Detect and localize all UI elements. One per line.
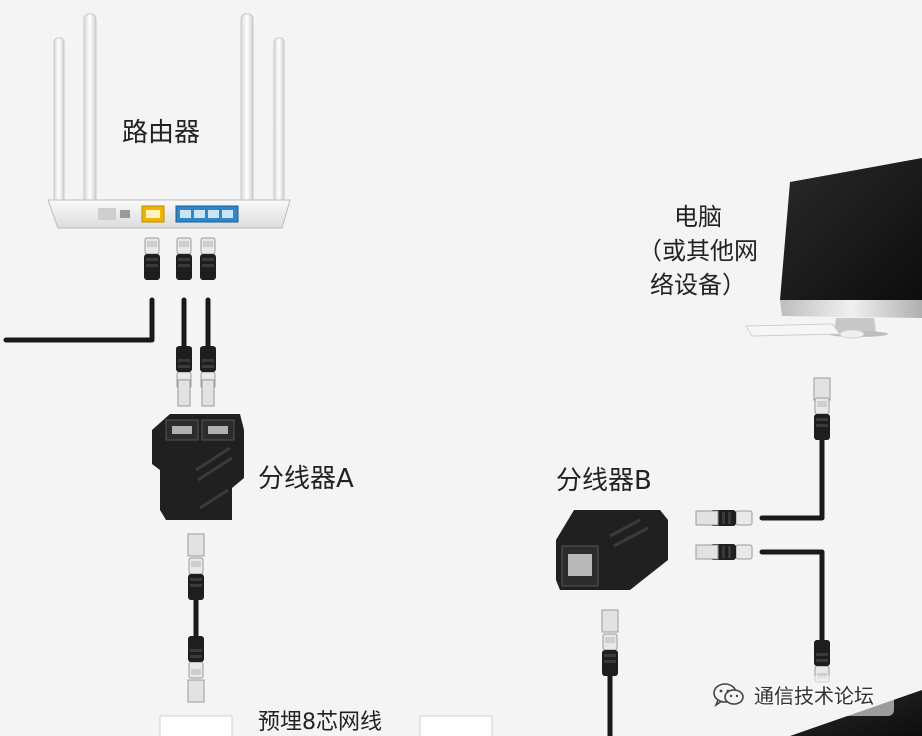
rj45-plug (143, 237, 161, 281)
rj45-plug (813, 639, 831, 683)
splitter-a (152, 414, 244, 520)
rj45-plug (813, 397, 831, 441)
splitter-b-label: 分线器B (556, 466, 652, 496)
pc-label: 电脑 （或其他网 络设备） (628, 200, 768, 302)
rj45-plug (187, 557, 205, 601)
watermark: 通信技术论坛 (712, 680, 874, 709)
router-antenna (53, 37, 65, 215)
watermark-text: 通信技术论坛 (754, 684, 874, 708)
pc-label-line: 络设备） (650, 271, 746, 299)
router-label: 路由器 (122, 118, 201, 148)
cables (3, 297, 825, 736)
pc-label-line: 电脑 (674, 203, 722, 231)
rj45-plug (199, 237, 217, 281)
router-antenna (83, 13, 97, 215)
wechat-icon (713, 682, 744, 707)
splitter-a-label: 分线器A (258, 464, 354, 494)
wan-cable (3, 297, 155, 343)
rj45-plug (601, 633, 619, 677)
rj45-plug (187, 635, 205, 679)
router (47, 13, 291, 229)
cable-label: 预埋8芯网线 (258, 710, 382, 735)
pc-cable-2 (759, 549, 825, 643)
router-antenna (273, 37, 285, 215)
wall-plate (419, 715, 493, 736)
monitor (745, 158, 922, 339)
router-body (47, 199, 291, 229)
splitter-b (556, 510, 668, 590)
wall-plate (159, 715, 233, 736)
router-antenna (240, 13, 254, 215)
pc-cable-1 (759, 437, 825, 521)
rj45-plug (175, 237, 193, 281)
pc-label-line: （或其他网 (638, 237, 758, 265)
